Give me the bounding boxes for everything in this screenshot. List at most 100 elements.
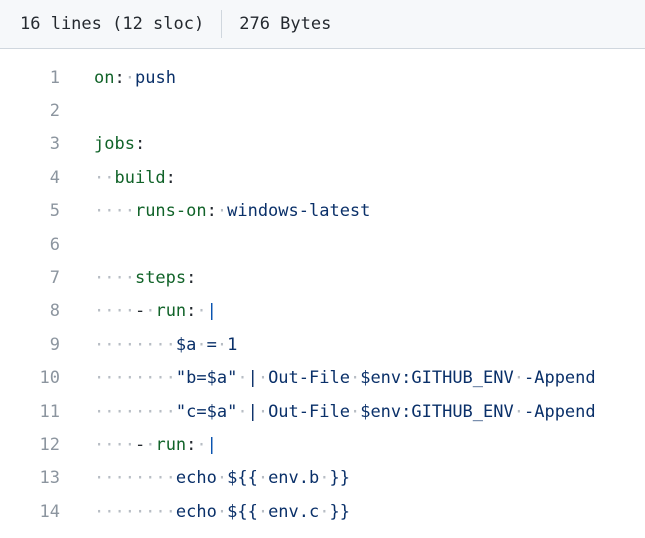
- whitespace-marker: ·: [145, 434, 156, 455]
- code-text: ····runs-on:·windows-latest: [94, 201, 370, 221]
- file-size: 276 Bytes: [239, 14, 332, 34]
- code-token: -Append: [523, 368, 596, 389]
- line-number[interactable]: 8: [49, 301, 60, 322]
- whitespace-marker: ·: [237, 368, 248, 389]
- code-token: -: [134, 434, 146, 455]
- whitespace-marker: ·: [196, 301, 207, 322]
- code-line: 13········echo·${{·env.b·}}: [0, 462, 645, 495]
- code-text: ········echo·${{·env.b·}}: [94, 468, 350, 488]
- whitespace-marker: ·: [216, 501, 228, 522]
- whitespace-marker: ·: [257, 501, 269, 522]
- whitespace-marker: ··: [94, 167, 115, 188]
- code-text: on:·push: [94, 68, 176, 88]
- code-token: run: [155, 301, 187, 322]
- whitespace-marker: ·: [145, 301, 156, 322]
- code-token: Out-File: [268, 401, 350, 422]
- whitespace-marker: ·: [124, 67, 135, 88]
- code-line: 2: [0, 94, 645, 127]
- code-token: :: [186, 301, 197, 322]
- code-line: 3 jobs:: [0, 128, 645, 161]
- code-token: |: [247, 368, 258, 389]
- whitespace-marker: ·: [196, 334, 207, 355]
- divider: [221, 10, 223, 38]
- code-token: steps: [134, 268, 187, 289]
- line-count: 16 lines (12 sloc): [20, 14, 205, 34]
- line-number[interactable]: 7: [49, 268, 60, 289]
- code-token: |: [247, 401, 258, 422]
- code-token: echo: [175, 468, 217, 489]
- code-token: :: [206, 201, 217, 222]
- whitespace-marker: ·: [513, 401, 524, 422]
- line-number[interactable]: 11: [39, 401, 60, 422]
- line-number[interactable]: 6: [49, 234, 60, 255]
- code-line: 14········echo·${{·env.c·}}: [0, 495, 645, 528]
- code-token: env.b: [268, 468, 320, 489]
- whitespace-marker: ·: [216, 468, 228, 489]
- code-line: 1 on:·push: [0, 61, 645, 94]
- line-number[interactable]: 3: [49, 134, 60, 155]
- code-token: :: [134, 134, 146, 155]
- whitespace-marker: ········: [94, 501, 176, 522]
- whitespace-marker: ·: [196, 434, 207, 455]
- code-token: :: [186, 268, 197, 289]
- line-number[interactable]: 9: [49, 334, 60, 355]
- code-token: jobs: [94, 134, 135, 155]
- line-number[interactable]: 13: [39, 468, 60, 489]
- code-line: 5 ····runs-on:·windows-latest: [0, 195, 645, 228]
- code-token: push: [134, 67, 176, 88]
- code-token: run: [155, 434, 187, 455]
- whitespace-marker: ·: [257, 468, 269, 489]
- code-text: ··build:: [94, 168, 176, 188]
- code-line: 8····-·run:·|: [0, 295, 645, 328]
- code-text: jobs:: [94, 134, 145, 154]
- whitespace-marker: ·: [319, 501, 330, 522]
- line-number[interactable]: 14: [39, 501, 60, 522]
- code-token: on: [94, 67, 115, 88]
- line-number[interactable]: 1: [49, 67, 60, 88]
- whitespace-marker: ····: [94, 301, 135, 322]
- whitespace-marker: ········: [94, 468, 176, 489]
- code-line: 7 ····steps:: [0, 261, 645, 294]
- code-token: $env:GITHUB_ENV: [360, 368, 514, 389]
- code-text: ····steps:: [94, 268, 196, 288]
- code-text: ····-·run:·|: [94, 435, 217, 455]
- whitespace-marker: ····: [94, 201, 135, 222]
- whitespace-marker: ········: [94, 401, 176, 422]
- line-number[interactable]: 4: [49, 167, 60, 188]
- whitespace-marker: ·: [237, 401, 248, 422]
- code-token: "c=$a": [175, 401, 238, 422]
- whitespace-marker: ·: [216, 334, 228, 355]
- code-token: windows-latest: [227, 201, 371, 222]
- code-token: -Append: [523, 401, 596, 422]
- whitespace-marker: ·: [319, 468, 330, 489]
- code-token: |: [206, 434, 217, 455]
- code-token: :: [165, 167, 176, 188]
- whitespace-marker: ·: [513, 368, 524, 389]
- code-token: =: [206, 334, 217, 355]
- whitespace-marker: ·: [216, 201, 228, 222]
- line-number[interactable]: 5: [49, 201, 60, 222]
- code-token: "b=$a": [175, 368, 238, 389]
- line-number[interactable]: 12: [39, 434, 60, 455]
- whitespace-marker: ·: [257, 401, 269, 422]
- code-token: :: [114, 67, 125, 88]
- code-text: ········echo·${{·env.c·}}: [94, 502, 350, 522]
- code-token: -: [134, 301, 146, 322]
- code-token: ${{: [227, 501, 258, 522]
- whitespace-marker: ·: [349, 368, 361, 389]
- whitespace-marker: ········: [94, 368, 176, 389]
- code-line: 6: [0, 228, 645, 261]
- whitespace-marker: ····: [94, 434, 135, 455]
- code-token: Out-File: [268, 368, 350, 389]
- whitespace-marker: ·: [257, 368, 269, 389]
- line-number[interactable]: 10: [39, 368, 60, 389]
- code-token: echo: [175, 501, 217, 522]
- line-number[interactable]: 2: [49, 101, 60, 122]
- file-info-bar: 16 lines (12 sloc) 276 Bytes: [0, 0, 645, 49]
- code-text: ········$a·=·1: [94, 335, 237, 355]
- code-line: 10········"b=$a"·|·Out-File·$env:GITHUB_…: [0, 362, 645, 395]
- code-token: $env:GITHUB_ENV: [360, 401, 514, 422]
- code-token: env.c: [268, 501, 320, 522]
- code-token: ${{: [227, 468, 258, 489]
